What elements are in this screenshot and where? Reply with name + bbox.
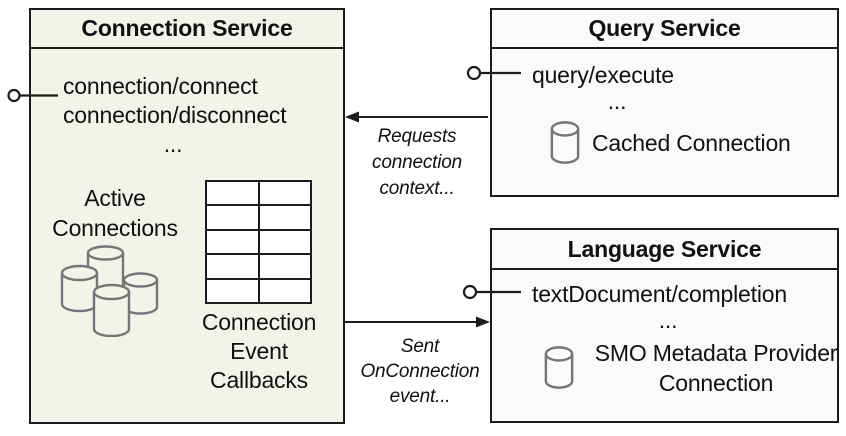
cached-connection-row: Cached Connection	[550, 120, 791, 166]
query-service-methods: query/execute ...	[532, 62, 702, 114]
ellipsis-text: ...	[607, 88, 627, 114]
ellipsis-text: ...	[163, 131, 183, 157]
connection-service-box: Connection Service connection/connect co…	[29, 8, 345, 424]
method-connection-connect: connection/connect	[63, 73, 258, 99]
sent-onconnection-event-label: Sent OnConnection event...	[360, 336, 480, 407]
language-service-title: Language Service	[492, 230, 837, 270]
connection-service-methods: connection/connect connection/disconnect…	[63, 72, 287, 159]
sent-arrow	[345, 316, 490, 328]
database-icon	[550, 121, 580, 164]
database-cluster-icon	[60, 245, 159, 337]
ellipsis-text: ...	[658, 307, 678, 333]
cached-connection-label: Cached Connection	[592, 130, 791, 156]
method-connection-disconnect: connection/disconnect	[63, 102, 287, 128]
callbacks-table	[205, 180, 312, 304]
active-connections-label: Active Connections	[52, 185, 178, 241]
database-icon	[544, 346, 574, 389]
callbacks-label: Connection Event Callbacks	[201, 309, 317, 393]
language-service-methods: textDocument/completion ...	[532, 281, 804, 333]
smo-metadata-label: SMO Metadata Provider Connection	[594, 340, 838, 396]
query-service-box: Query Service query/execute ... Cached C…	[490, 8, 839, 197]
query-service-title: Query Service	[492, 10, 837, 49]
requests-arrow	[345, 111, 488, 123]
method-query-execute: query/execute	[532, 62, 674, 88]
language-service-box: Language Service textDocument/completion…	[490, 228, 839, 423]
connection-service-title: Connection Service	[31, 10, 343, 49]
smo-metadata-row: SMO Metadata Provider Connection	[544, 338, 844, 398]
method-textdocument-completion: textDocument/completion	[532, 281, 787, 307]
requests-connection-context-label: Requests connection context...	[372, 126, 462, 199]
